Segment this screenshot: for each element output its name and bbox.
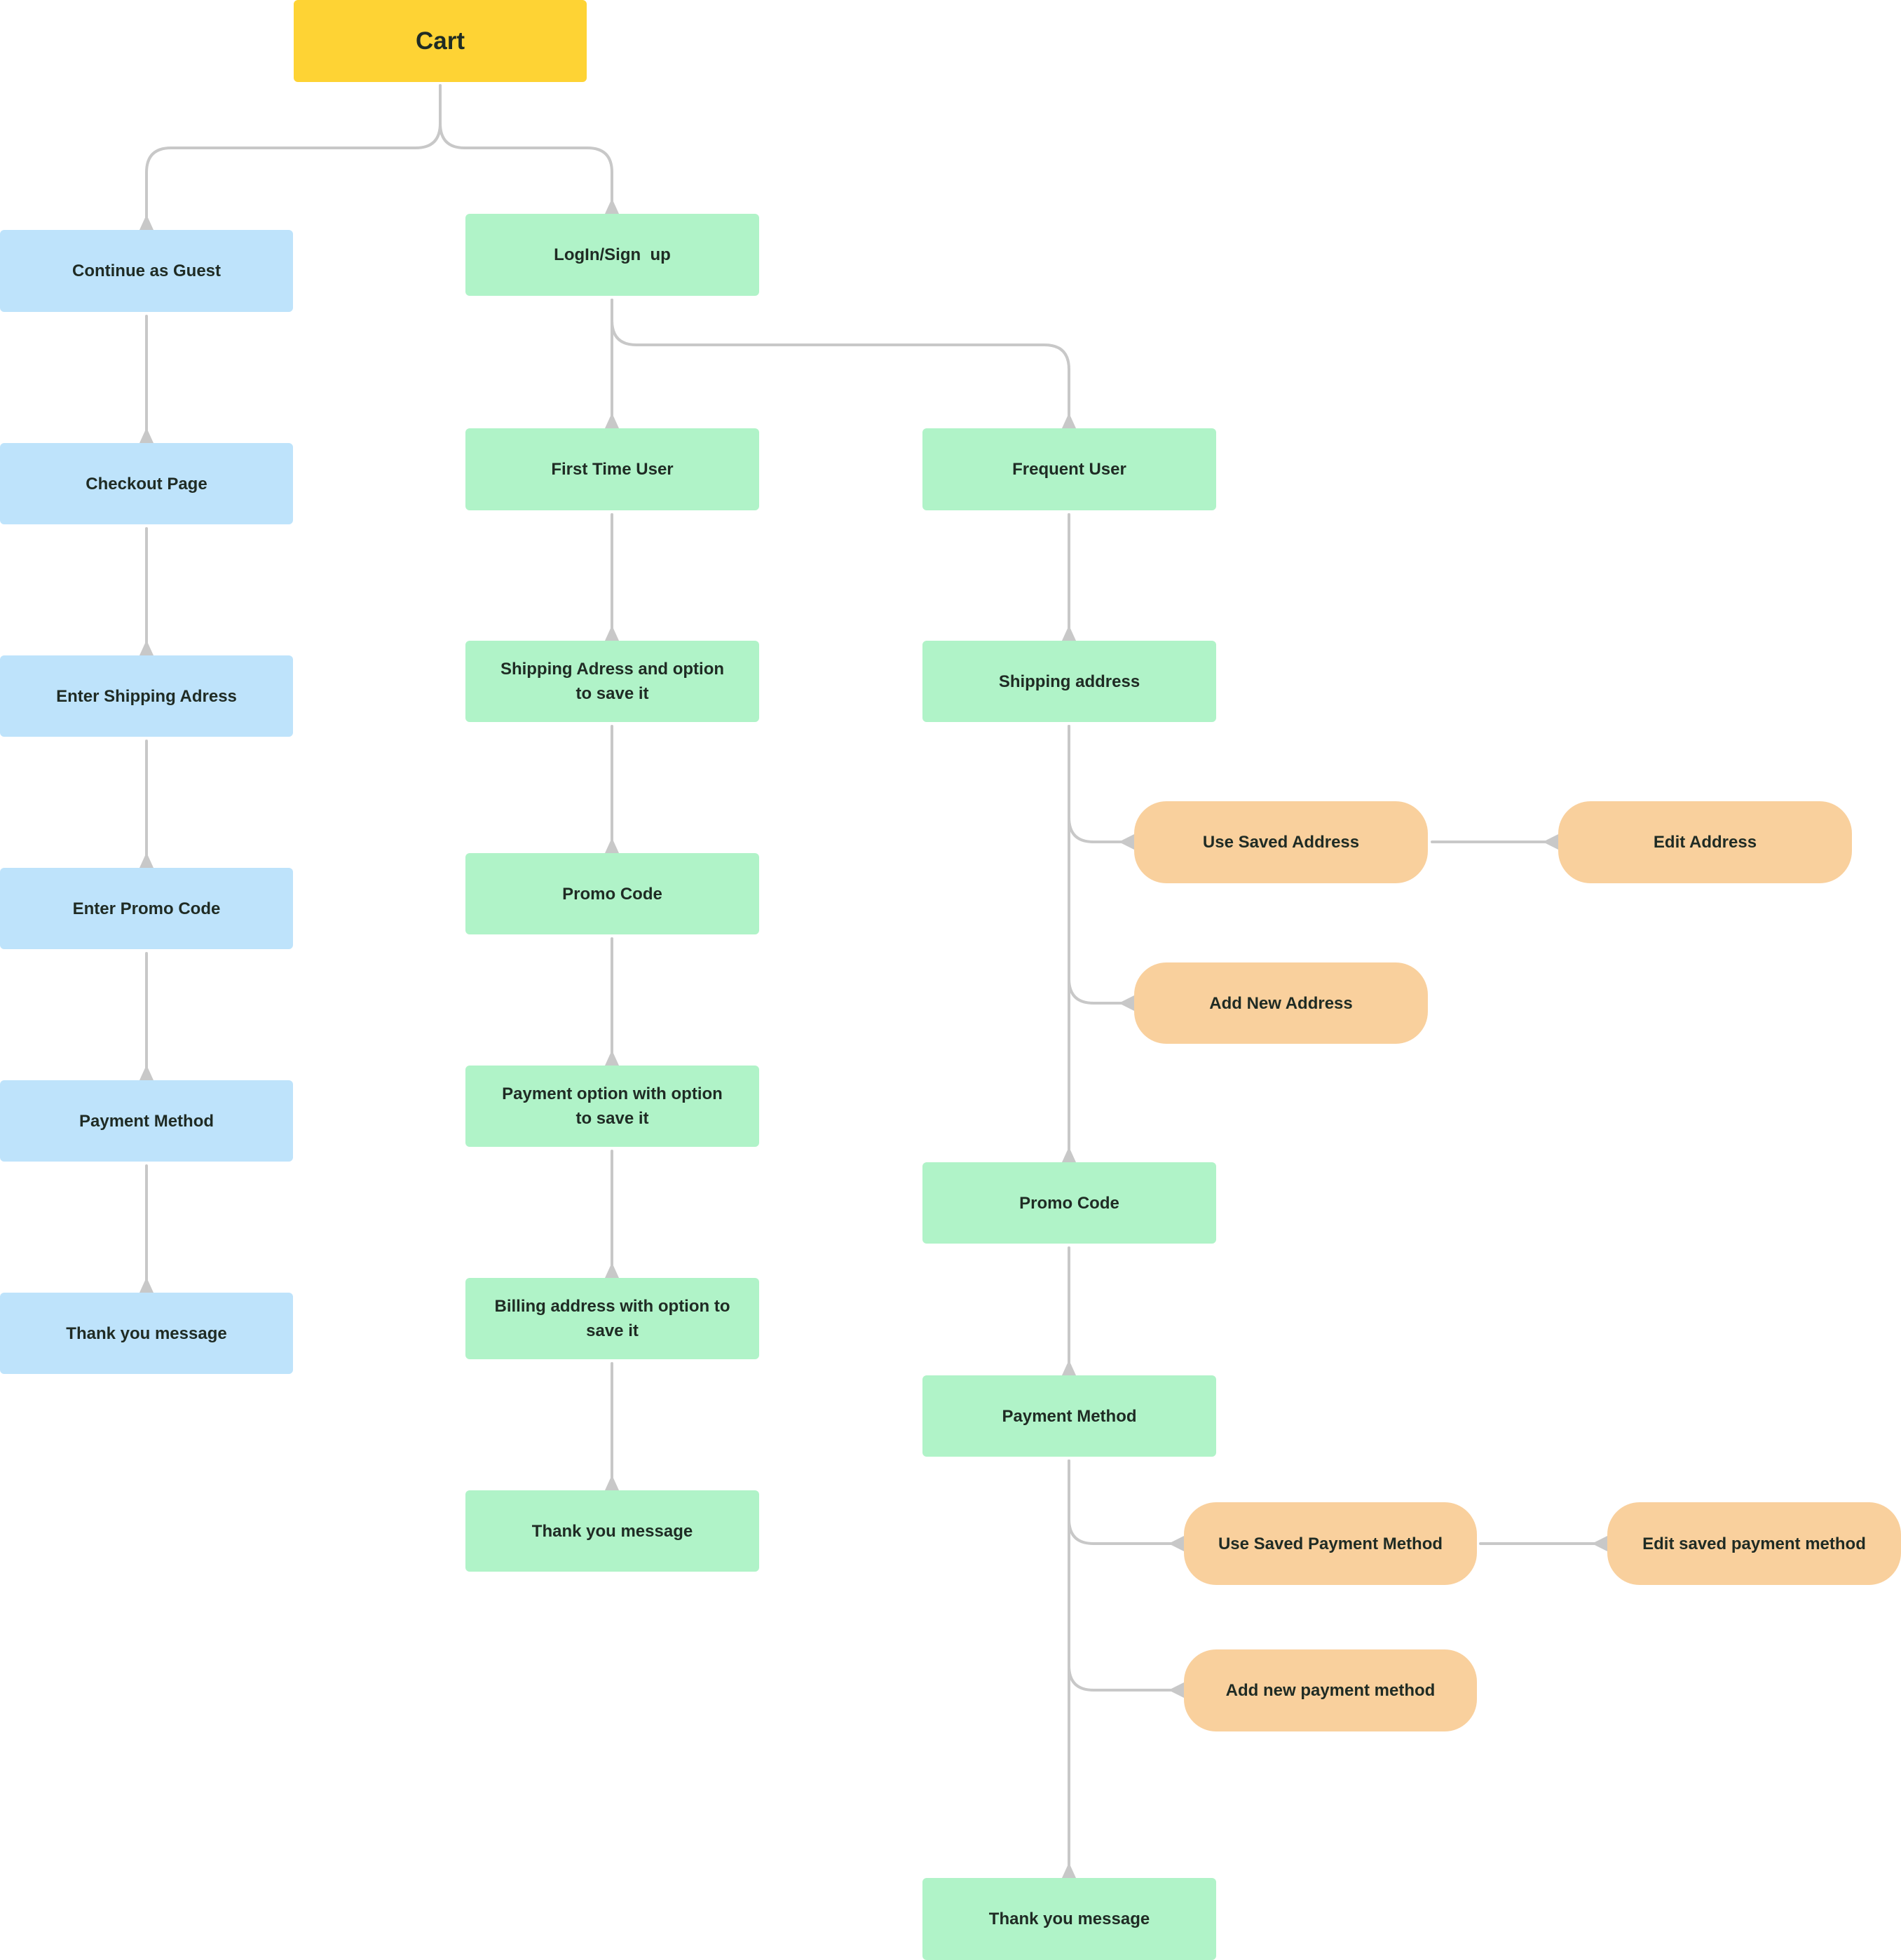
- node-enter-shipping-adress[interactable]: Enter Shipping Adress: [0, 655, 293, 737]
- arrowhead-ft-promo: [605, 838, 619, 853]
- node-cart[interactable]: Cart: [294, 0, 587, 82]
- connector-fr-payment-add: [1068, 1459, 1181, 1692]
- node-use-saved-payment-method[interactable]: Use Saved Payment Method: [1184, 1502, 1477, 1585]
- arrowhead-guest: [139, 215, 154, 230]
- node-login-signup[interactable]: LogIn/Sign up: [465, 214, 759, 296]
- node-use-saved-address[interactable]: Use Saved Address: [1134, 801, 1428, 883]
- connector-cart-guest: [145, 84, 442, 227]
- node-add-new-payment-method[interactable]: Add new payment method: [1184, 1649, 1477, 1731]
- arrowhead-ft-thanks: [605, 1475, 619, 1490]
- arrowhead-fr-thanks: [1062, 1863, 1076, 1878]
- arrowhead-fr-promo: [1062, 1147, 1076, 1162]
- node-edit-address[interactable]: Edit Address: [1558, 801, 1852, 883]
- arrowhead-first-time: [605, 413, 619, 428]
- node-guest-payment-method[interactable]: Payment Method: [0, 1080, 293, 1162]
- connector-fr-payment-saved: [1068, 1459, 1181, 1545]
- arrowhead-fr-shipping: [1062, 625, 1076, 641]
- arrowhead-edit-address: [1543, 834, 1558, 850]
- arrowhead-ft-payment: [605, 1050, 619, 1066]
- arrowhead-use-saved-payment: [1168, 1536, 1184, 1551]
- arrowhead-edit-payment: [1592, 1536, 1607, 1551]
- arrowhead-add-payment: [1168, 1682, 1184, 1698]
- arrowhead-guest-payment: [139, 1065, 154, 1080]
- node-enter-promo-code[interactable]: Enter Promo Code: [0, 868, 293, 949]
- connector-fr-shipping-saved-address: [1068, 725, 1131, 843]
- node-ft-billing-address[interactable]: Billing address with option to save it: [465, 1278, 759, 1359]
- node-checkout-page[interactable]: Checkout Page: [0, 443, 293, 524]
- node-ft-payment-option[interactable]: Payment option with option to save it: [465, 1066, 759, 1147]
- node-fr-thank-you[interactable]: Thank you message: [922, 1878, 1216, 1960]
- node-edit-saved-payment-method[interactable]: Edit saved payment method: [1607, 1502, 1901, 1585]
- node-guest-thank-you[interactable]: Thank you message: [0, 1293, 293, 1374]
- connector-login-frequent: [611, 299, 1070, 426]
- node-first-time-user[interactable]: First Time User: [465, 428, 759, 510]
- node-ft-thank-you[interactable]: Thank you message: [465, 1490, 759, 1572]
- arrowhead-guest-thanks: [139, 1277, 154, 1293]
- arrowhead-fr-payment: [1062, 1360, 1076, 1375]
- node-fr-payment-method[interactable]: Payment Method: [922, 1375, 1216, 1457]
- arrowhead-use-saved-address: [1119, 834, 1134, 850]
- node-add-new-address[interactable]: Add New Address: [1134, 962, 1428, 1044]
- arrowhead-frequent: [1062, 413, 1076, 428]
- node-fr-shipping-address[interactable]: Shipping address: [922, 641, 1216, 722]
- arrowhead-checkout: [139, 428, 154, 443]
- arrowhead-ft-shipping: [605, 625, 619, 641]
- node-fr-promo-code[interactable]: Promo Code: [922, 1162, 1216, 1244]
- node-ft-shipping-adress[interactable]: Shipping Adress and option to save it: [465, 641, 759, 722]
- arrowhead-guest-promo: [139, 852, 154, 868]
- connector-cart-login: [439, 84, 613, 211]
- node-continue-as-guest[interactable]: Continue as Guest: [0, 230, 293, 312]
- node-frequent-user[interactable]: Frequent User: [922, 428, 1216, 510]
- node-ft-promo-code[interactable]: Promo Code: [465, 853, 759, 934]
- arrowhead-ft-billing: [605, 1263, 619, 1278]
- arrowhead-login: [605, 198, 619, 214]
- connector-fr-shipping-add-address: [1068, 725, 1131, 1005]
- arrowhead-add-address: [1119, 995, 1134, 1011]
- arrowhead-guest-shipping: [139, 640, 154, 655]
